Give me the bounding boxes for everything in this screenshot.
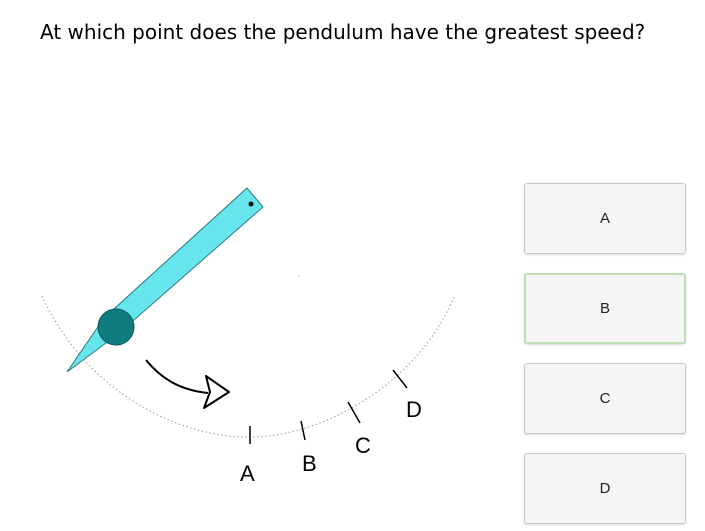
answer-option-a[interactable]: A xyxy=(524,183,686,254)
motion-arrow-curve xyxy=(145,359,209,394)
pendulum-rod xyxy=(66,187,264,373)
point-label-d: D xyxy=(406,397,422,422)
point-label-a: A xyxy=(240,461,255,486)
answer-option-label: D xyxy=(599,480,611,497)
tick-b xyxy=(300,420,306,441)
pendulum-bob xyxy=(97,308,135,346)
question-text: At which point does the pendulum have th… xyxy=(40,20,646,44)
answer-option-label: C xyxy=(599,390,611,407)
answer-option-c[interactable]: C xyxy=(524,363,686,434)
motion-arrow-head xyxy=(203,375,230,409)
faint-dot xyxy=(298,275,300,277)
point-label-c: C xyxy=(355,433,371,458)
point-label-b: B xyxy=(302,451,317,476)
answer-option-label: B xyxy=(599,300,610,317)
answer-option-label: A xyxy=(599,210,610,227)
tick-d xyxy=(392,369,408,389)
answer-option-b[interactable]: B xyxy=(524,273,686,344)
pivot-dot xyxy=(248,201,254,207)
tick-c xyxy=(347,401,361,424)
pendulum-diagram: A B C D xyxy=(41,187,456,486)
answer-option-d[interactable]: D xyxy=(524,453,686,524)
